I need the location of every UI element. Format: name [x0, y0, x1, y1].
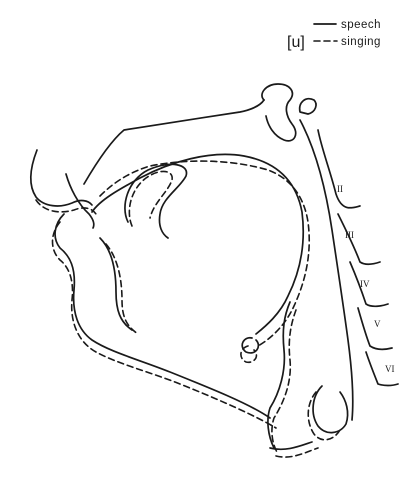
speech-glottis: [270, 442, 312, 449]
speech-cavity: [125, 164, 187, 238]
speech-mandible: [100, 238, 132, 330]
vertebra-label-iv: IV: [360, 279, 370, 289]
vertebra-label-v: V: [374, 319, 381, 329]
speech-outline: [31, 84, 398, 449]
speech-nose: [31, 150, 92, 206]
vertebra-label-iii: III: [345, 230, 354, 240]
speech-dens: [300, 99, 316, 114]
legend-singing-label: singing: [341, 36, 381, 48]
singing-tongue: [100, 161, 309, 346]
speech-palate: [84, 100, 264, 184]
speech-pharynx-front: [268, 302, 290, 448]
vertebra-labels: II III IV V VI: [337, 184, 395, 374]
singing-lip-chin: [53, 222, 277, 428]
legend: [u] speech singing: [287, 19, 381, 51]
phoneme-label: [u]: [287, 34, 305, 51]
vertebra-ii: [318, 130, 360, 208]
vertebra-label-vi: VI: [385, 364, 395, 374]
speech-pharynx-back: [300, 120, 353, 420]
vertebra-label-ii: II: [337, 184, 343, 194]
speech-larynx: [313, 386, 348, 433]
speech-atlas: [262, 84, 296, 141]
singing-epiglottis: [241, 346, 257, 362]
legend-speech-label: speech: [341, 19, 381, 31]
speech-lip-chin: [55, 214, 270, 418]
speech-tongue: [92, 154, 303, 334]
speech-epiglottis: [242, 338, 258, 353]
